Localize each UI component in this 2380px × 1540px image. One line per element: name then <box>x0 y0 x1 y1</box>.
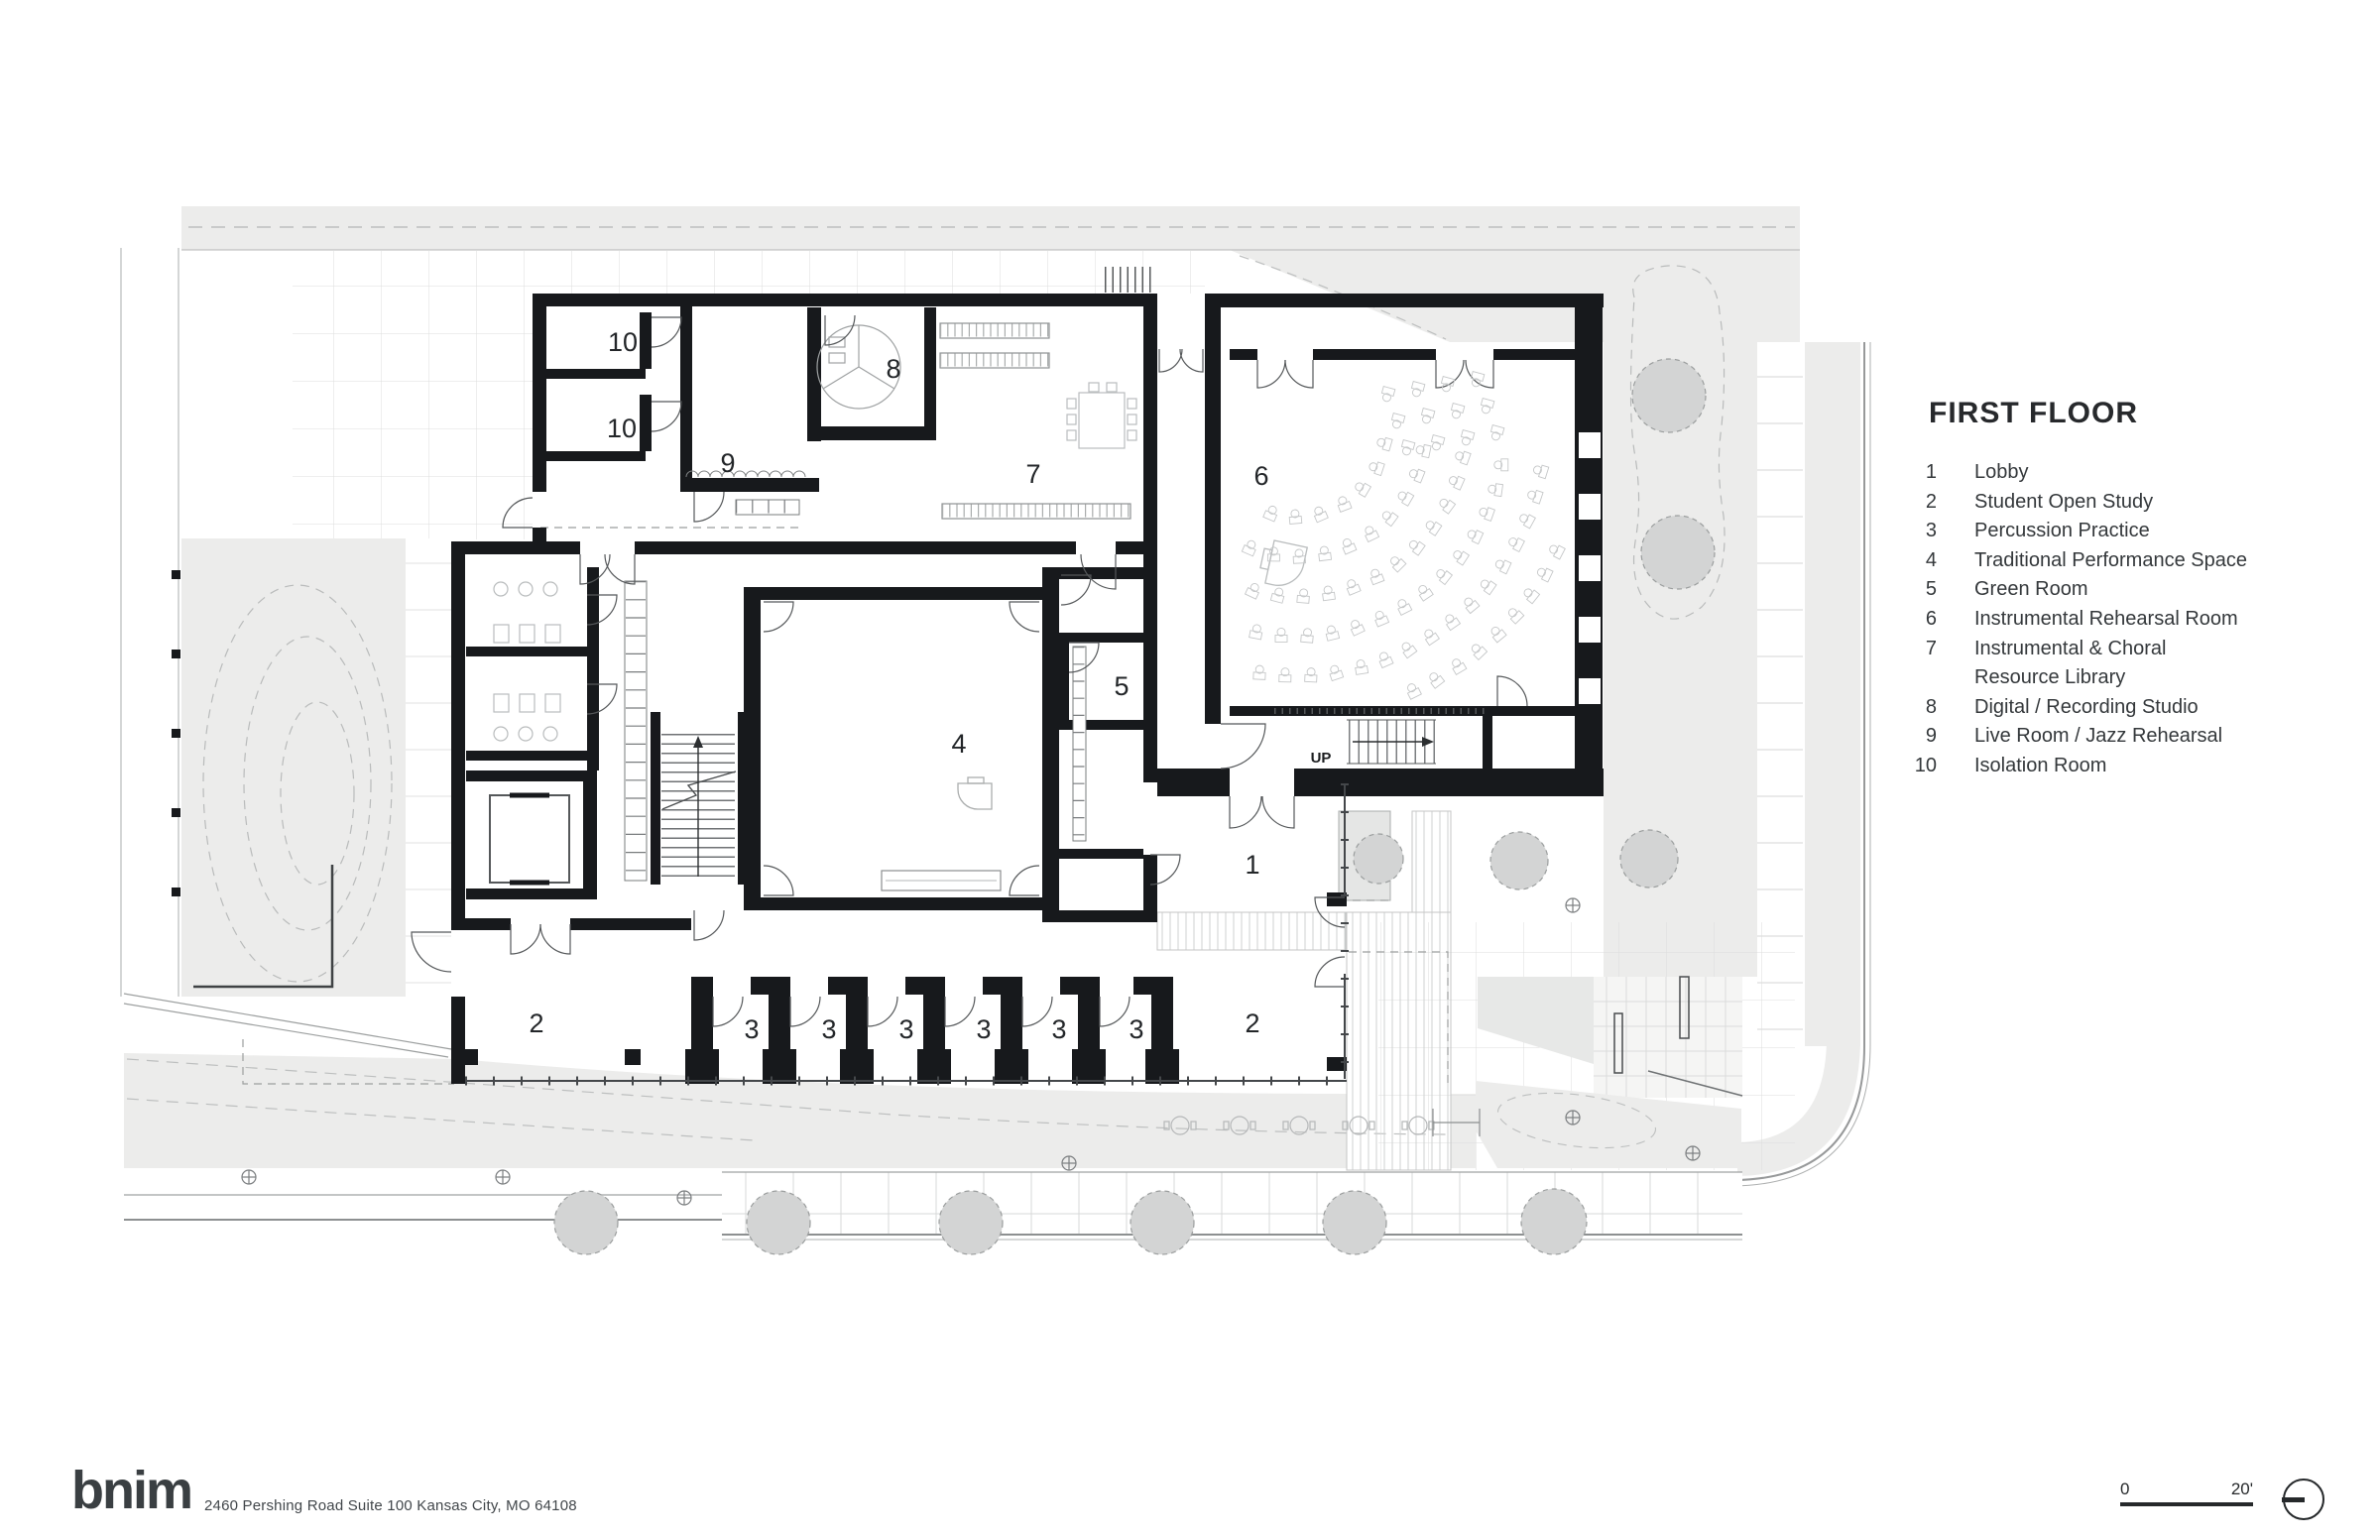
room-number-label: 4 <box>951 729 966 759</box>
up-stair-label: UP <box>1311 750 1332 767</box>
tree-symbols <box>553 358 1716 1255</box>
firm-address: 2460 Pershing Road Suite 100 Kansas City… <box>204 1497 577 1514</box>
room-number-label: 3 <box>821 1014 836 1044</box>
acoustic-niches <box>1579 432 1601 704</box>
room-number-label: 10 <box>608 327 638 357</box>
legend-item: Resource Library <box>1974 666 2126 689</box>
room-number-labels: 10 10 9 8 7 6 5 4 1 2 2 3 3 3 3 3 3 UP <box>529 327 1331 1044</box>
door-swings <box>411 314 1528 1027</box>
room-number-label: 2 <box>1245 1008 1259 1038</box>
room-number-label: 3 <box>898 1014 913 1044</box>
room-number-label: 10 <box>607 414 637 443</box>
building-walls <box>451 294 1604 1084</box>
room-number-label: 7 <box>1025 459 1040 489</box>
furniture <box>1241 371 1566 700</box>
scale-bar: 0 20' <box>2120 1480 2253 1506</box>
scale-start: 0 <box>2120 1480 2130 1498</box>
glazing-and-details <box>465 267 1488 1086</box>
room-number-label: 6 <box>1253 461 1268 491</box>
manhole-symbols <box>241 897 1701 1206</box>
room-number-label: 1 <box>1245 850 1259 880</box>
room-number-label: 5 <box>1114 671 1129 701</box>
room-number-label: 8 <box>886 354 900 384</box>
legend-title: FIRST FLOOR <box>1929 397 2138 429</box>
room-number-label: 9 <box>720 448 735 478</box>
site-landscape <box>120 206 1871 1255</box>
outdoor-tables <box>1163 1109 1481 1136</box>
scale-end: 20' <box>2230 1480 2253 1498</box>
room-number-label: 3 <box>1051 1014 1066 1044</box>
firm-logo: bnim <box>71 1461 193 1520</box>
room-number-label: 2 <box>529 1008 543 1038</box>
room-number-label: 3 <box>1129 1014 1143 1044</box>
room-number-label: 3 <box>976 1014 991 1044</box>
practice-room-piers <box>462 977 1179 1084</box>
north-arrow-icon <box>2282 1479 2324 1520</box>
room-number-label: 3 <box>744 1014 759 1044</box>
